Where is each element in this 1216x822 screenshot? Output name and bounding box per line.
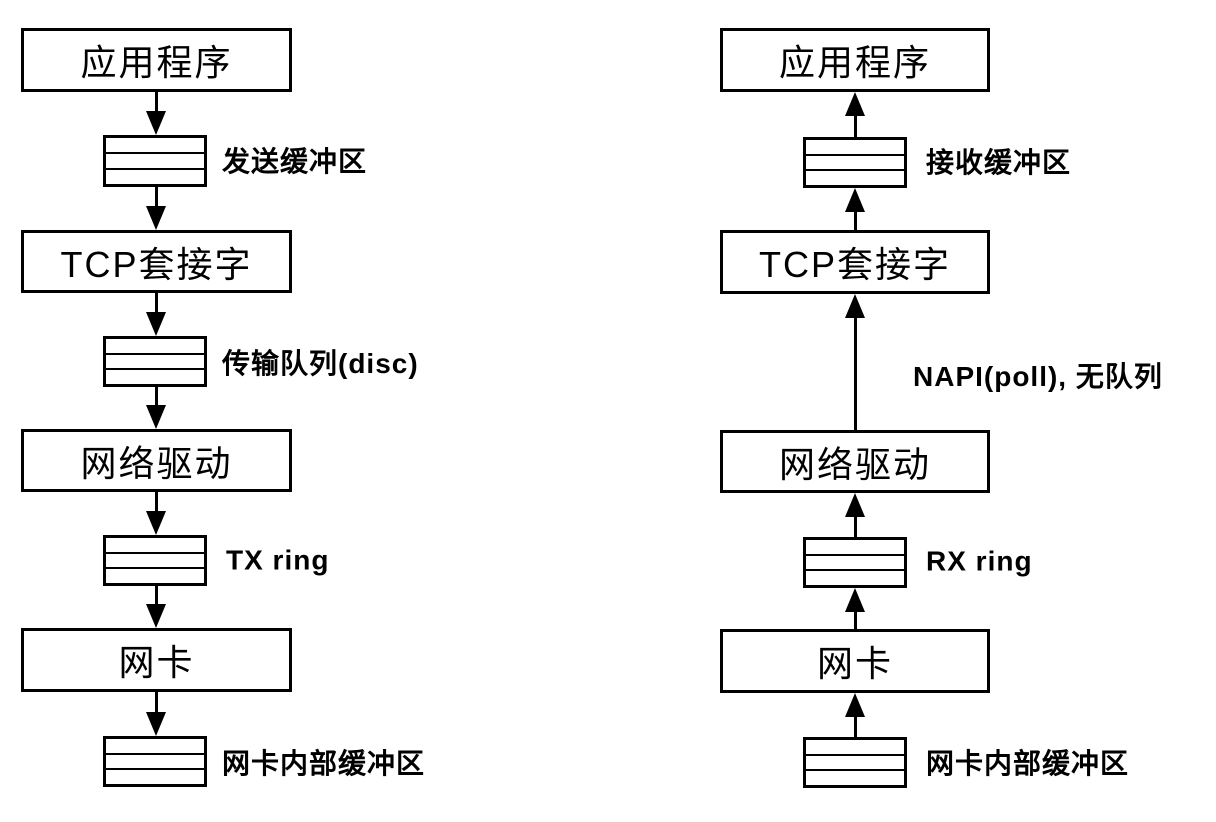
recv-buffer-label: 接收缓冲区 — [926, 147, 1072, 179]
right-tcp-socket-box: TCP套接字 — [720, 230, 990, 294]
arrowhead-down-icon — [146, 511, 166, 535]
arrow-line — [853, 612, 857, 629]
send-buffer-queue-icon — [103, 135, 207, 187]
queue-slot — [106, 554, 204, 570]
arrowhead-down-icon — [146, 712, 166, 736]
right-nic-box: 网卡 — [720, 629, 990, 693]
arrowhead-down-icon — [146, 111, 166, 135]
send-buffer-label: 发送缓冲区 — [222, 146, 368, 178]
arrowhead-up-icon — [845, 92, 865, 116]
arrow-line — [154, 187, 158, 206]
queue-slot — [106, 569, 204, 583]
queue-slot — [806, 171, 904, 185]
napi-up-arrow — [845, 294, 865, 430]
napi-label: NAPI(poll), 无队列 — [913, 361, 1163, 393]
left-nic-box: 网卡 — [21, 628, 292, 692]
up-arrow — [845, 493, 865, 537]
arrowhead-up-icon — [845, 294, 865, 318]
up-arrow — [845, 588, 865, 629]
arrow-line — [154, 692, 158, 712]
arrow-line — [853, 717, 857, 737]
arrowhead-up-icon — [845, 188, 865, 212]
queue-slot — [106, 370, 204, 384]
queue-slot — [106, 138, 204, 154]
down-arrow — [146, 692, 166, 736]
down-arrow — [146, 293, 166, 336]
down-arrow — [146, 492, 166, 535]
queue-slot — [106, 355, 204, 371]
tx-ring-label: TX ring — [226, 544, 330, 576]
recv-buffer-queue-icon — [803, 137, 907, 188]
down-arrow — [146, 187, 166, 230]
transmit-queue-label: 传输队列(disc) — [222, 348, 419, 380]
queue-slot — [106, 538, 204, 554]
queue-slot — [106, 739, 204, 755]
arrowhead-down-icon — [146, 405, 166, 429]
nic-buffer-queue-icon — [103, 736, 207, 787]
rx-ring-queue-icon — [803, 537, 907, 588]
arrowhead-up-icon — [845, 493, 865, 517]
right-application-box: 应用程序 — [720, 28, 990, 92]
arrowhead-down-icon — [146, 604, 166, 628]
up-arrow — [845, 92, 865, 137]
queue-slot — [106, 770, 204, 784]
arrowhead-up-icon — [845, 588, 865, 612]
queue-slot — [806, 771, 904, 785]
arrow-line — [853, 212, 857, 230]
arrow-line — [154, 293, 158, 312]
up-arrow — [845, 693, 865, 737]
arrow-line — [154, 387, 158, 405]
arrow-line — [154, 492, 158, 511]
queue-slot — [106, 755, 204, 771]
arrowhead-up-icon — [845, 693, 865, 717]
queue-slot — [806, 756, 904, 772]
arrow-line — [853, 318, 857, 430]
queue-slot — [106, 339, 204, 355]
down-arrow — [146, 387, 166, 429]
queue-slot — [806, 540, 904, 556]
arrowhead-down-icon — [146, 206, 166, 230]
rx-ring-label: RX ring — [926, 545, 1033, 577]
right-nic-buffer-queue-icon — [803, 737, 907, 788]
queue-slot — [806, 140, 904, 156]
up-arrow — [845, 188, 865, 230]
left-tcp-socket-box: TCP套接字 — [21, 230, 292, 293]
left-application-box: 应用程序 — [21, 28, 292, 92]
down-arrow — [146, 586, 166, 628]
arrow-line — [154, 92, 158, 111]
queue-slot — [806, 156, 904, 172]
arrowhead-down-icon — [146, 312, 166, 336]
queue-slot — [806, 571, 904, 585]
left-network-driver-box: 网络驱动 — [21, 429, 292, 492]
arrow-line — [853, 116, 857, 137]
left-nic-buffer-label: 网卡内部缓冲区 — [222, 748, 426, 780]
tx-ring-queue-icon — [103, 535, 207, 586]
transmit-queue-icon — [103, 336, 207, 387]
queue-slot — [806, 556, 904, 572]
queue-slot — [806, 740, 904, 756]
arrow-line — [154, 586, 158, 604]
right-network-driver-box: 网络驱动 — [720, 430, 990, 493]
right-nic-buffer-label: 网卡内部缓冲区 — [926, 748, 1130, 780]
queue-slot — [106, 154, 204, 170]
arrow-line — [853, 517, 857, 537]
down-arrow — [146, 92, 166, 135]
queue-slot — [106, 170, 204, 184]
